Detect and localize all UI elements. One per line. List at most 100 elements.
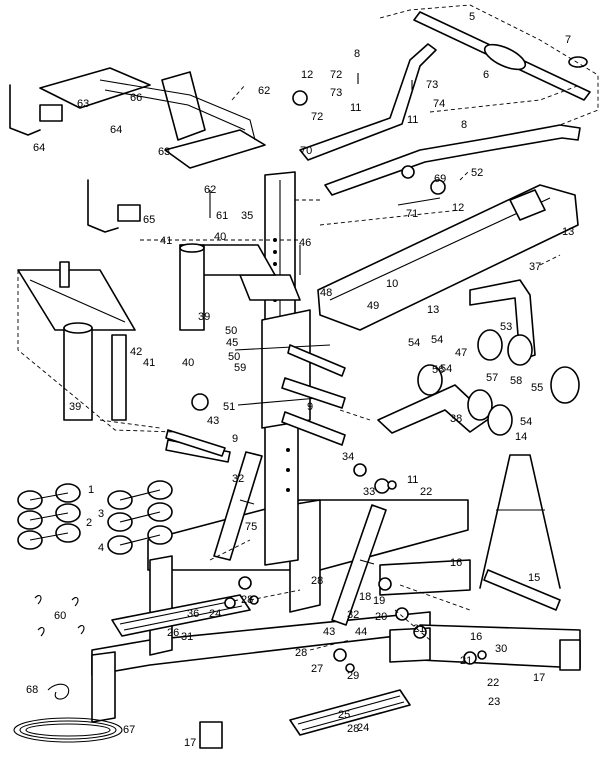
top-bar-8-lower (324, 124, 581, 196)
cable-66 (13, 717, 123, 743)
callout-label: 34 (342, 451, 354, 463)
callout-label: 9 (232, 433, 238, 445)
callout-label: 22 (420, 486, 432, 498)
carriage (234, 274, 331, 429)
callout-label: 38 (450, 413, 462, 425)
assembly-guides (17, 4, 599, 651)
leg-roller-assembly (377, 279, 580, 436)
callout-label: 37 (529, 261, 541, 273)
callout-label: 28 (295, 647, 307, 659)
callout-label: 32 (347, 609, 359, 621)
seat-pad-62-upper (39, 67, 151, 109)
callout-label: 27 (311, 663, 323, 675)
callout-label: 12 (301, 69, 313, 81)
callout-label: 44 (355, 626, 367, 638)
upper-post-frame (179, 243, 276, 331)
post-39-left (63, 322, 93, 421)
callout-label: 64 (110, 124, 122, 136)
callout-label: 35 (241, 210, 253, 222)
foot-plate-left (111, 594, 251, 637)
callout-label: 12 (452, 202, 464, 214)
callout-label: 49 (367, 300, 379, 312)
callout-label: 19 (373, 595, 385, 607)
callout-label: 65 (143, 214, 155, 226)
weight-stack-3-4 (107, 480, 173, 555)
callout-label: 67 (123, 724, 135, 736)
callout-label: 57 (486, 372, 498, 384)
callout-label: 28 (311, 575, 323, 587)
callout-label: 71 (406, 208, 418, 220)
press-arms (165, 377, 346, 463)
callout-label: 22 (487, 677, 499, 689)
callout-label: 10 (386, 278, 398, 290)
callout-label: 45 (226, 337, 238, 349)
callout-label: 55 (531, 382, 543, 394)
top-bar-8-upper (299, 43, 437, 161)
knob-7 (568, 56, 588, 68)
callout-label: 50 (228, 351, 240, 363)
end-cap-17-left (199, 721, 223, 749)
callout-labels: 1234567889910111111121213131415161617171… (26, 11, 574, 749)
frame-65 (99, 79, 256, 141)
callout-label: 63 (158, 146, 170, 158)
callout-label: 53 (500, 321, 512, 333)
callout-label: 13 (427, 304, 439, 316)
callout-label: 4 (98, 542, 104, 554)
callout-label: 75 (245, 521, 257, 533)
callout-label: 29 (347, 670, 359, 682)
callout-label: 14 (515, 431, 527, 443)
callout-label: 30 (495, 643, 507, 655)
callout-label: 6 (483, 69, 489, 81)
gas-cylinder-right (331, 504, 387, 626)
back-support-frame (479, 454, 561, 611)
callout-label: 58 (510, 375, 522, 387)
callout-label: 31 (181, 631, 193, 643)
callout-label: 54 (520, 416, 532, 428)
foot-plate-right (289, 689, 411, 736)
callout-label: 60 (54, 610, 66, 622)
weight-post-frame (17, 261, 136, 421)
callout-label: 50 (225, 325, 237, 337)
callout-label: 66 (130, 92, 142, 104)
callout-label: 28 (241, 594, 253, 606)
callout-label: 20 (375, 611, 387, 623)
callout-label: 74 (433, 98, 445, 110)
gas-cylinder-left (213, 451, 263, 561)
callout-label: 16 (450, 557, 462, 569)
callout-label: 23 (488, 696, 500, 708)
callout-label: 54 (440, 363, 452, 375)
callout-label: 21 (413, 623, 425, 635)
callout-label: 40 (214, 231, 226, 243)
callout-label: 68 (26, 684, 38, 696)
callout-label: 47 (455, 347, 467, 359)
cable-clips-58 (34, 595, 85, 637)
callout-label: 73 (426, 79, 438, 91)
callout-label: 59 (234, 362, 246, 374)
callout-label: 24 (209, 608, 221, 620)
callout-label: 32 (232, 473, 244, 485)
handle-9 (165, 344, 346, 457)
callout-label: 18 (359, 591, 371, 603)
callout-label: 62 (204, 184, 216, 196)
callout-label: 8 (461, 119, 467, 131)
handle-bar-5 (413, 11, 591, 101)
callout-label: 70 (300, 145, 312, 157)
callout-label: 11 (407, 114, 418, 126)
callout-label: 69 (434, 173, 446, 185)
callout-label: 11 (407, 474, 418, 486)
callout-label: 51 (223, 401, 235, 413)
callout-label: 63 (77, 98, 89, 110)
callout-label: 28 (347, 723, 359, 735)
callout-label: 54 (408, 337, 420, 349)
callout-label: 26 (167, 627, 179, 639)
callout-label: 72 (311, 111, 323, 123)
callout-label: 21 (460, 655, 472, 667)
callout-label: 17 (533, 672, 545, 684)
callout-label: 42 (130, 346, 142, 358)
callout-label: 61 (216, 210, 228, 222)
callout-label: 72 (330, 69, 342, 81)
callout-label: 43 (323, 626, 335, 638)
callout-label: 25 (338, 709, 350, 721)
callout-label: 46 (299, 237, 311, 249)
